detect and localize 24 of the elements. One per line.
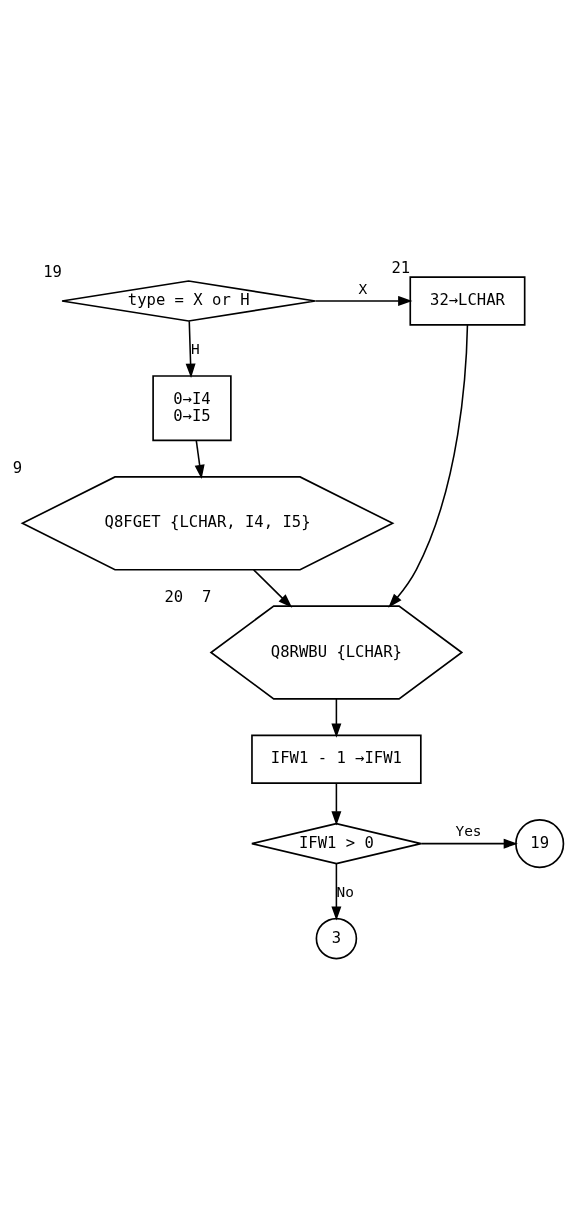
node-label: 19	[43, 262, 62, 281]
edge-label: Yes	[455, 822, 482, 839]
node-diamond: type = X or H	[61, 279, 317, 322]
arrow	[314, 295, 413, 306]
arrow	[185, 320, 196, 378]
arrow	[331, 862, 342, 921]
node-box: 0→I4 0→I5	[152, 374, 232, 441]
node-diamond: IFW1 > 0	[251, 822, 422, 864]
arrow	[194, 439, 205, 479]
arrow	[331, 782, 342, 825]
node-box: IFW1 - 1 →IFW1	[251, 734, 422, 784]
arrow	[388, 323, 469, 608]
arrow	[252, 568, 293, 608]
node-label: 20 7	[164, 587, 212, 606]
node-label: 21	[391, 258, 411, 277]
node-box: 32→LCHAR	[409, 275, 526, 326]
arrow	[420, 838, 518, 849]
node-circle: 19	[515, 818, 565, 868]
edge-label: X	[358, 280, 368, 297]
arrow	[331, 697, 342, 738]
node-label: 9	[12, 458, 23, 477]
edge-label: H	[190, 340, 200, 357]
edge-label: No	[336, 883, 354, 900]
node-circle: 3	[315, 917, 358, 959]
